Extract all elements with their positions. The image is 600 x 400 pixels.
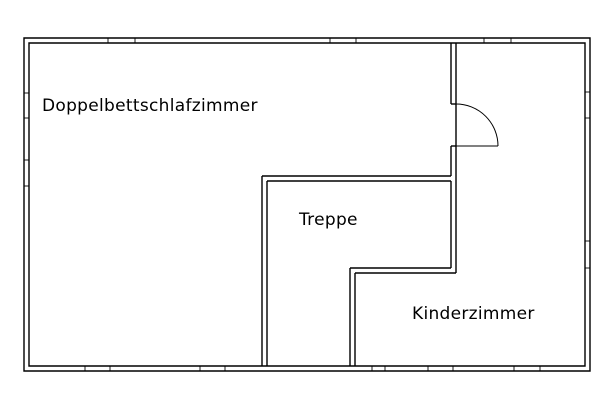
inner-wall-outline — [28, 42, 586, 367]
door-swing-icon — [455, 103, 499, 147]
exterior-walls — [23, 37, 591, 372]
door-swing-arc — [455, 103, 499, 147]
outer-wall-outline — [23, 37, 591, 372]
window-icon — [24, 38, 590, 371]
room-label-kinderzimmer: Kinderzimmer — [412, 304, 535, 324]
room-label-doppelbettschlafzimmer: Doppelbettschlafzimmer — [42, 96, 258, 116]
interior-walls — [261, 43, 457, 366]
room-label-treppe: Treppe — [298, 210, 358, 230]
